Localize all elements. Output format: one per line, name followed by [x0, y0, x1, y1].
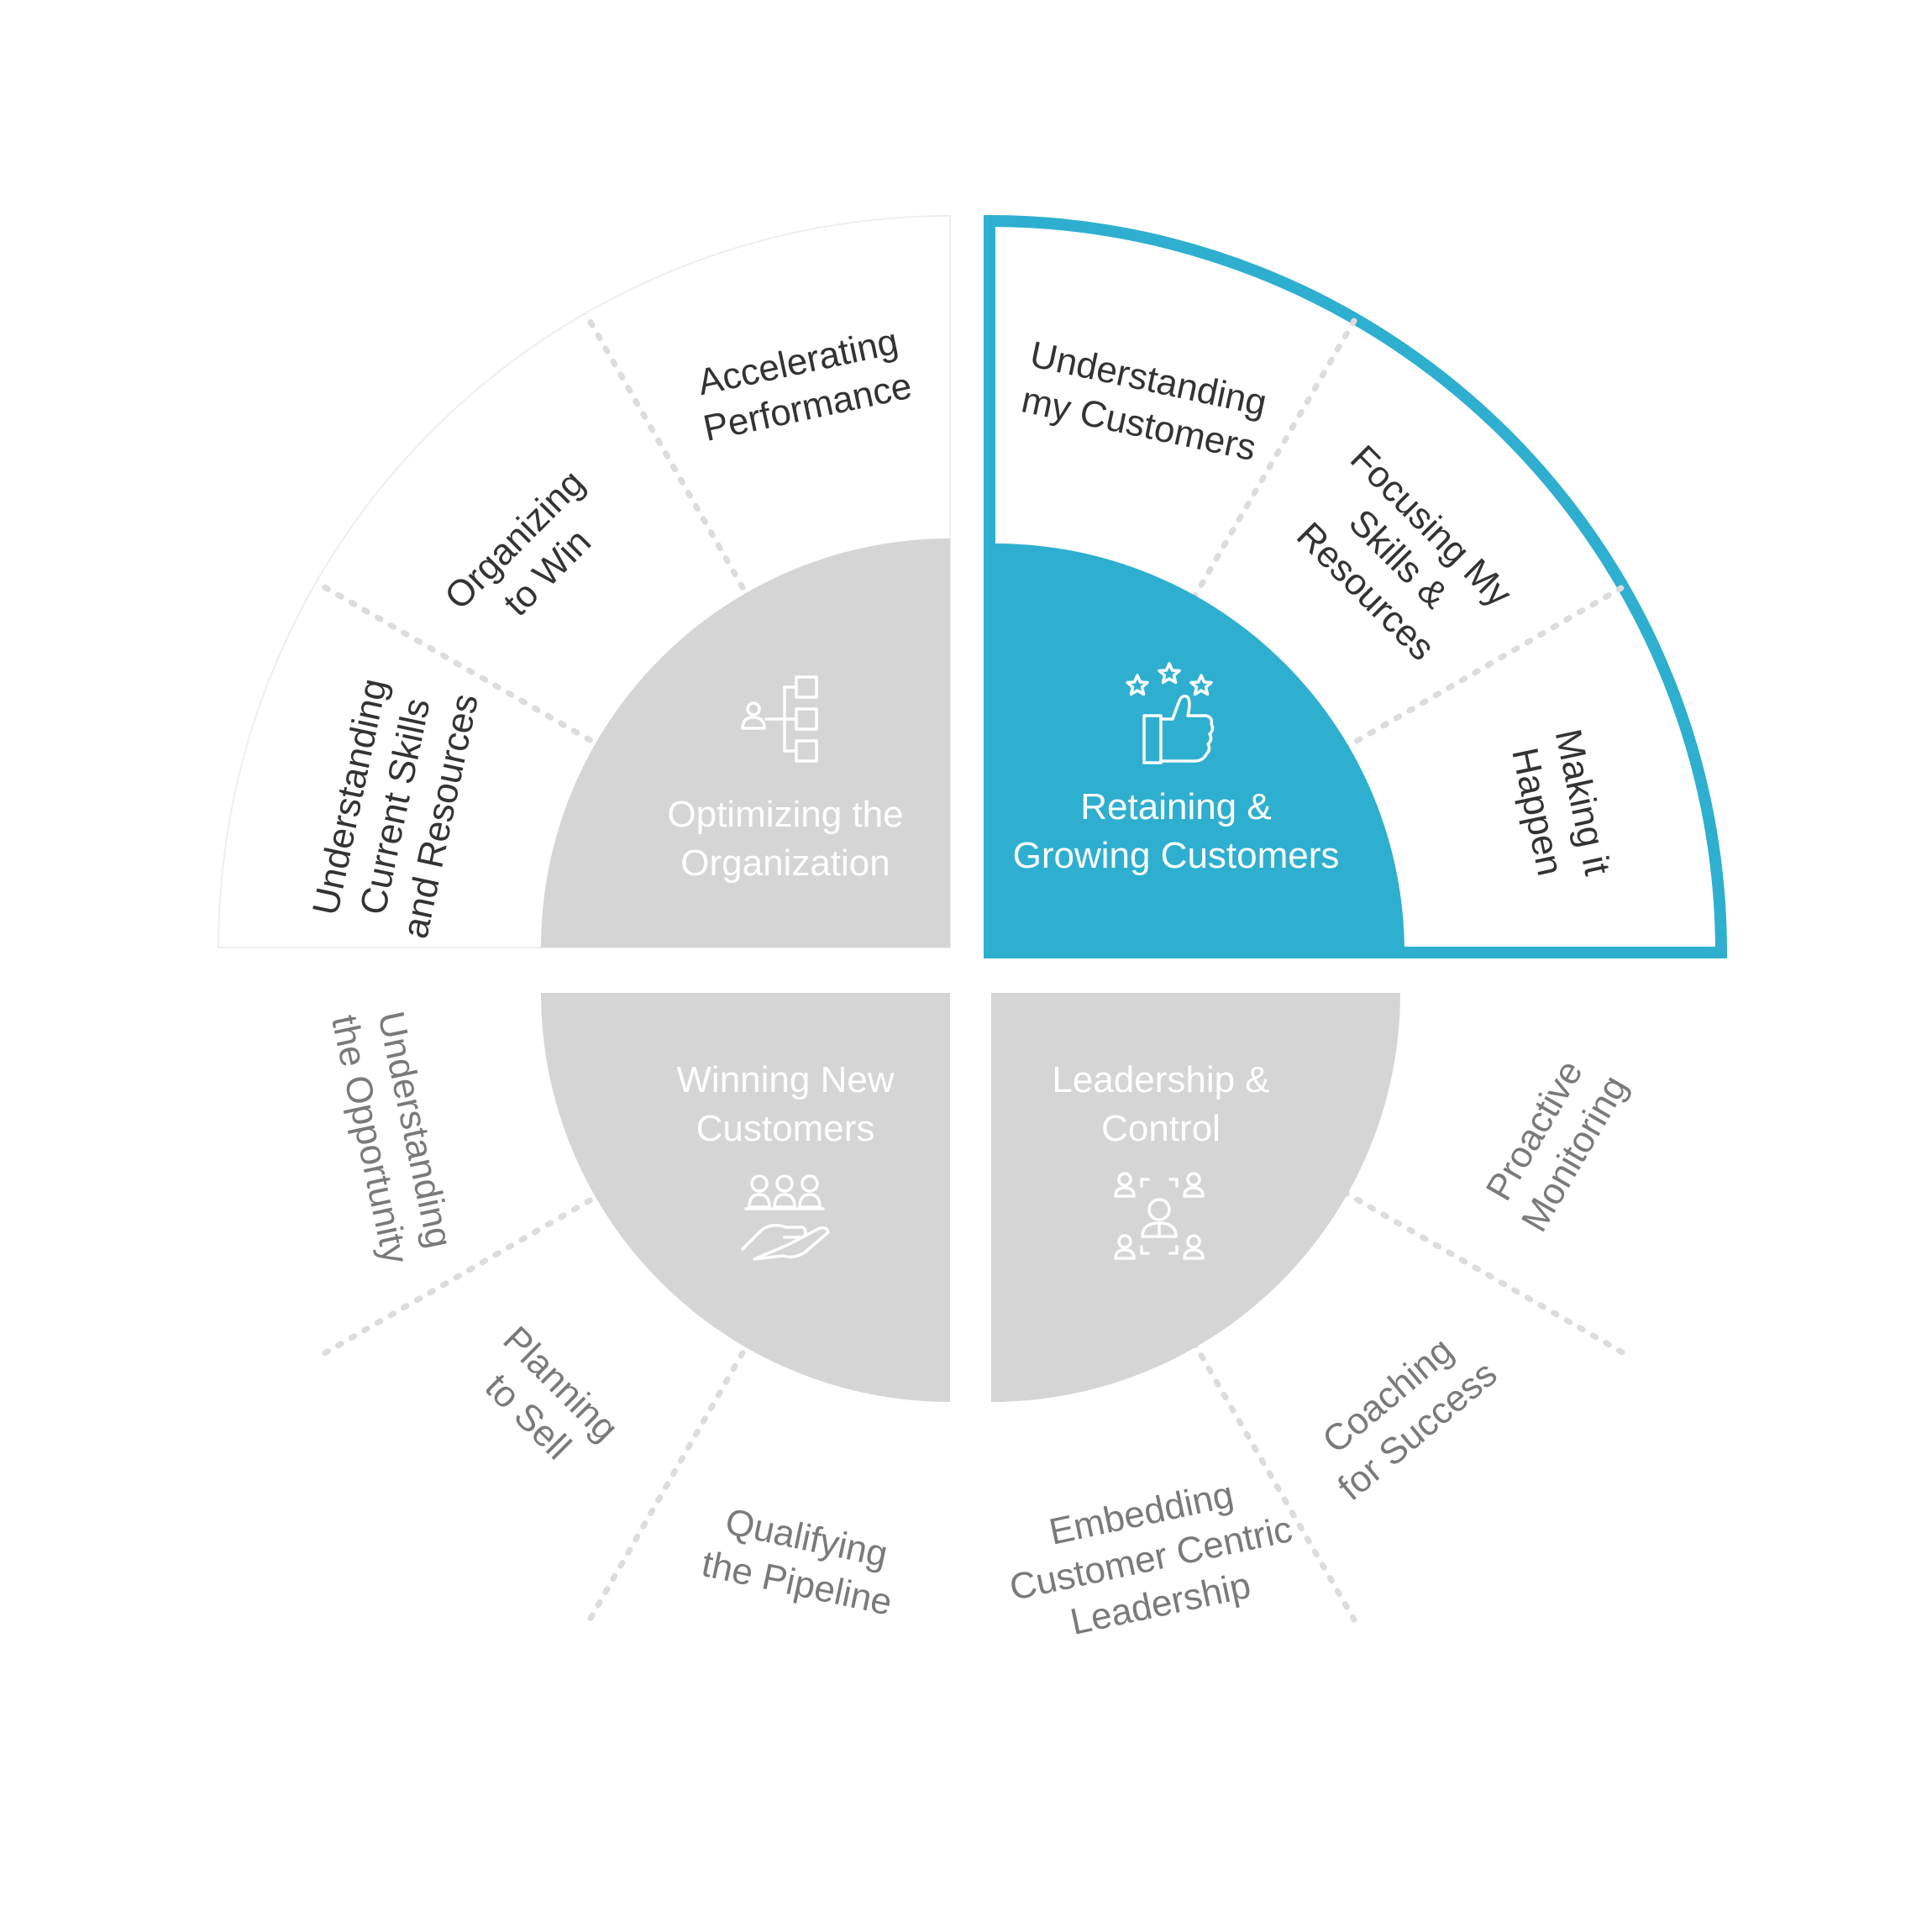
hub-winning-title-line2: Customers [696, 1108, 875, 1149]
thumbs-up-stars-icon [1126, 662, 1215, 764]
segment-understanding-the-opportunity[interactable]: Understanding the Opportunity [323, 1002, 461, 1268]
quadrant-winning[interactable]: Winning New Customers Understanding the … [312, 993, 950, 1630]
hub-retaining-title-line2: Growing Customers [1013, 835, 1340, 876]
divider-winning-2 [582, 1336, 753, 1630]
hub-winning[interactable] [541, 993, 950, 1402]
quadrant-retaining[interactable]: Retaining & Growing Customers Understand… [984, 214, 1728, 958]
hub-optimizing-title-line2: Organization [680, 843, 890, 884]
segment-embedding-leadership[interactable]: Embedding Customer Centric Leadership [996, 1463, 1305, 1654]
hub-retaining-edge [990, 543, 995, 953]
segment-proactive-monitoring[interactable]: Proactive Monitoring [1473, 1046, 1635, 1239]
hub-optimizing[interactable] [541, 538, 950, 948]
hand-group-icon [741, 1174, 830, 1261]
team-leader-icon [1114, 1172, 1205, 1260]
divider-optimizing-2 [582, 310, 753, 604]
hub-retaining-title-line1: Retaining & [1080, 786, 1271, 827]
hub-retaining[interactable] [995, 543, 1404, 953]
segment-coaching-for-success[interactable]: Coaching for Success [1300, 1318, 1504, 1509]
hub-optimizing-title-line1: Optimizing the [667, 794, 903, 835]
org-chart-icon [741, 675, 818, 763]
hub-leadership-title-line1: Leadership & [1052, 1059, 1269, 1100]
divider-optimizing-1 [312, 579, 606, 751]
hub-winning-title-line1: Winning New [676, 1059, 894, 1100]
quadrant-optimizing[interactable]: Optimizing the Organization Understandin… [217, 214, 951, 948]
divider-leadership-2 [1341, 1189, 1633, 1360]
segment-planning-to-sell[interactable]: Planning to Sell [463, 1319, 627, 1483]
segment-qualifying-the-pipeline[interactable]: Qualifying the Pipeline [698, 1498, 906, 1624]
hub-leadership-title-line2: Control [1101, 1108, 1221, 1149]
divider-winning-1 [312, 1189, 606, 1362]
quadrant-leadership[interactable]: Leadership & Control Proactive Monitorin… [991, 993, 1635, 1654]
